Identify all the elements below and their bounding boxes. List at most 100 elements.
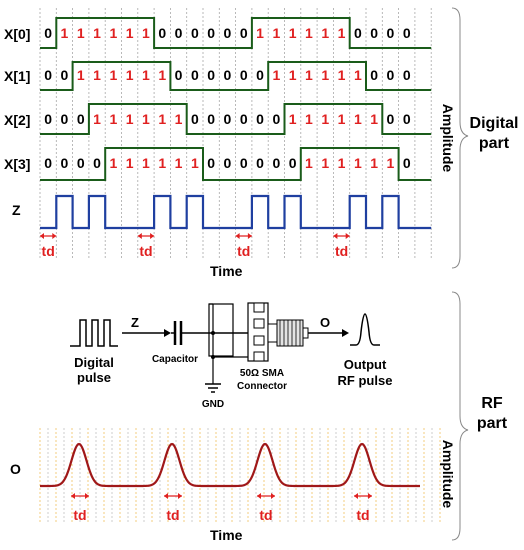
bit-value-x1: 0 [240,67,248,83]
bit-value-x1: 0 [61,67,69,83]
bit-value-x1: 0 [44,67,52,83]
signal-label-z: Z [12,202,21,218]
digital-section-brace [451,7,469,269]
bit-value-x2: 1 [175,111,183,127]
sma-connector-body [247,302,309,362]
circuit-schematic: Digital pulse Z Capacitor [70,302,392,410]
delay-arrow-left [137,233,142,239]
circuit-z-label: Z [131,315,139,330]
bit-value-x0: 1 [109,25,117,41]
bit-value-x2: 1 [370,111,378,127]
bit-value-x0: 1 [77,25,85,41]
bit-value-x3: 0 [77,155,85,171]
waveform-z [40,194,432,230]
bit-value-x0: 1 [338,25,346,41]
bit-value-x1: 1 [77,67,85,83]
rf-waveform [40,442,420,488]
rf-delay-arrow-left [164,493,168,499]
bit-value-x2: 1 [289,111,297,127]
bit-value-x0: 0 [207,25,215,41]
rf-y-axis-label: Amplitude [440,440,456,509]
bit-value-x1: 0 [387,67,395,83]
bit-value-x3: 0 [44,155,52,171]
bit-value-x3: 1 [109,155,117,171]
bit-value-x0: 0 [240,25,248,41]
bit-value-x2: 1 [305,111,313,127]
bit-value-x3: 0 [256,155,264,171]
bit-value-x1: 1 [126,67,134,83]
bit-value-x2: 1 [93,111,101,127]
bit-value-x0: 0 [175,25,183,41]
bit-value-x3: 1 [305,155,313,171]
bit-value-x3: 1 [175,155,183,171]
bit-value-x0: 1 [272,25,280,41]
rf-waveform-line [40,442,420,488]
delay-label: td [42,243,55,259]
bit-value-x1: 1 [338,67,346,83]
bit-value-x3: 1 [321,155,329,171]
delay-arrow-left [235,233,240,239]
bit-value-x3: 1 [354,155,362,171]
rf-signal-label-o: O [10,461,21,477]
bit-value-x2: 0 [272,111,280,127]
delay-arrow-right [247,233,252,239]
rf-delay-label: td [73,507,86,523]
rf-delay-arrow-left [71,493,75,499]
signal-label-x1: X[1] [4,68,30,84]
bit-value-x3: 1 [126,155,134,171]
delay-arrow-right [150,233,155,239]
rf-section-label-line2: part [477,415,508,432]
gnd-label: GND [202,399,224,410]
bit-value-x2: 0 [224,111,232,127]
waveform-x1 [40,61,432,91]
bit-value-x1: 0 [403,67,411,83]
signal-label-x3: X[3] [4,156,30,172]
bit-value-x3: 0 [207,155,215,171]
bit-value-x0: 1 [289,25,297,41]
rf-delay-arrow-left [354,493,358,499]
rf-delay-arrow-right [368,493,372,499]
capacitor-label: Capacitor [152,354,198,365]
bit-value-x1: 0 [224,67,232,83]
bit-value-x1: 1 [272,67,280,83]
digital-pulse-symbol [70,319,118,347]
bit-value-x3: 1 [191,155,199,171]
bit-value-x1: 0 [207,67,215,83]
bit-value-x3: 0 [224,155,232,171]
bit-value-x2: 0 [191,111,199,127]
rf-delay-label: td [356,507,369,523]
digital-x-axis-label: Time [210,263,243,279]
digital-section-label-line1: Digital [470,115,519,132]
bit-value-x3: 1 [142,155,150,171]
bit-value-x2: 0 [240,111,248,127]
sma-connector-outline [208,303,234,357]
bit-value-x1: 1 [93,67,101,83]
rf-delay-label: td [166,507,179,523]
output-label-line1: Output [344,357,387,372]
signal-label-x0: X[0] [4,26,30,42]
bit-value-x2: 0 [61,111,69,127]
rf-delay-arrow-right [85,493,89,499]
rf-delay-arrow-right [178,493,182,499]
rf-delay-label: td [259,507,272,523]
rf-pulse-symbol [350,313,380,346]
bit-value-x1: 1 [289,67,297,83]
bit-value-x0: 1 [93,25,101,41]
delay-label: td [139,243,152,259]
delay-label: td [237,243,250,259]
delay-arrow-left [40,233,44,239]
bit-value-x2: 0 [77,111,85,127]
bit-value-x2: 0 [256,111,264,127]
bit-value-x0: 0 [370,25,378,41]
bit-value-x0: 0 [354,25,362,41]
rf-section-label-line1: RF [481,395,503,412]
bit-value-x1: 1 [321,67,329,83]
bit-value-x1: 1 [158,67,166,83]
digital-pulse-label-line1: Digital [74,355,114,370]
bit-value-x2: 1 [354,111,362,127]
